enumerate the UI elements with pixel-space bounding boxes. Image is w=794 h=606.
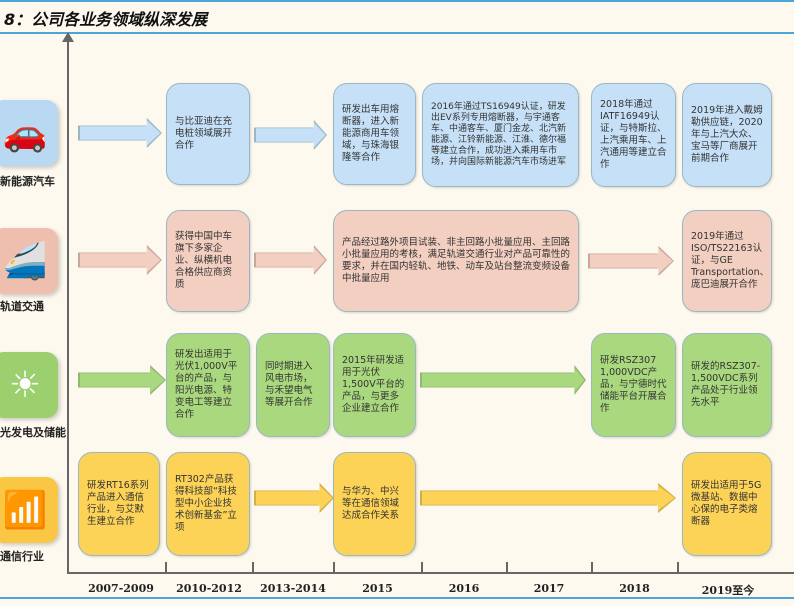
axis-tick [165, 562, 167, 573]
arrow-icon [78, 118, 162, 148]
arrow-icon [588, 246, 674, 276]
top-border [0, 0, 794, 2]
arrow-icon [420, 365, 586, 395]
milestone-box: 研发出适用于5G微基站、数据中心保的电子类熔断器 [682, 452, 772, 556]
year-label: 2016 [448, 582, 480, 595]
milestone-box: 2018年通过IATF16949认证，与特斯拉、上汽乘用车、上汽通用等建立合作 [591, 83, 676, 187]
axis-tick [677, 562, 679, 573]
milestone-box: 产品经过路外项目试装、非主回路小批量应用、主回路小批量应用的考核，满足轨道交通行… [333, 210, 579, 312]
category-label: 轨道交通 [0, 300, 44, 313]
solar-wind-icon: ☀ [0, 352, 58, 418]
milestone-box: 2015年研发适用于光伏1,500V平台的产品，与更多企业建立合作 [333, 333, 416, 437]
title-divider [0, 32, 794, 34]
milestone-box: 同时期进入风电市场，与禾望电气等展开合作 [256, 333, 330, 437]
arrow-icon [254, 483, 334, 513]
year-label: 2007-2009 [88, 582, 154, 595]
year-label: 2010-2012 [176, 582, 242, 595]
arrow-icon [78, 245, 162, 275]
axis-tick [421, 562, 423, 573]
category-label: 光发电及储能 [0, 426, 66, 439]
bottom-divider [0, 597, 794, 599]
milestone-box: 与比亚迪在充电桩领域展开合作 [166, 83, 250, 185]
figure-title: 8：公司各业务领域纵深发展 [4, 10, 208, 29]
axis-tick [591, 562, 593, 573]
time-axis [67, 572, 794, 574]
signal-tower-icon: 📶 [0, 477, 58, 543]
axis-tick [333, 562, 335, 573]
milestone-box: 获得中国中车旗下多家企业、纵横机电合格供应商资质 [166, 210, 250, 312]
axis-tick [252, 562, 254, 573]
category-label: 通信行业 [0, 550, 44, 563]
milestone-box: 2019年进入戴姆勒供应链，2020年与上汽大众、宝马等厂商展开前期合作 [682, 83, 772, 187]
arrow-icon [254, 120, 327, 150]
milestone-box: 研发RT16系列产品进入通信行业，与艾默生建立合作 [78, 452, 160, 556]
arrow-icon [254, 245, 327, 275]
train-icon: 🚄 [0, 228, 58, 294]
car-icon: 🚗 [0, 100, 58, 166]
year-label: 2013-2014 [260, 582, 326, 595]
year-label: 2018 [619, 582, 650, 595]
year-label: 2017 [533, 582, 565, 595]
milestone-box: 研发RSZ307 1,000VDC产品，与宁德时代储能平台开展合作 [591, 333, 676, 437]
milestone-box: 与华为、中兴等在通信领域达成合作关系 [333, 452, 416, 556]
milestone-box: 2016年通过TS16949认证，研发出EV系列专用熔断器，与宇通客车、中通客车… [422, 83, 579, 187]
arrow-icon [78, 365, 166, 395]
arrow-icon [420, 483, 676, 513]
vertical-axis [67, 36, 69, 574]
category-label: 新能源汽车 [0, 175, 55, 188]
milestone-box: 研发出车用熔断器，进入新能源商用车领域，与珠海银隆等合作 [333, 83, 416, 185]
milestone-box: RT302产品获得科技部“科技型中小企业技术创新基金”立项 [166, 452, 250, 556]
milestone-box: 研发出适用于光伏1,000V平台的产品，与阳光电源、特变电工等建立合作 [166, 333, 250, 437]
year-label: 2019至今 [701, 584, 755, 597]
milestone-box: 2019年通过ISO/TS22163认证，与GE Transportation、… [682, 210, 772, 312]
milestone-box: 研发的RSZ307-1,500VDC系列产品处于行业领先水平 [682, 333, 772, 437]
axis-tick [506, 562, 508, 573]
year-label: 2015 [362, 582, 393, 595]
